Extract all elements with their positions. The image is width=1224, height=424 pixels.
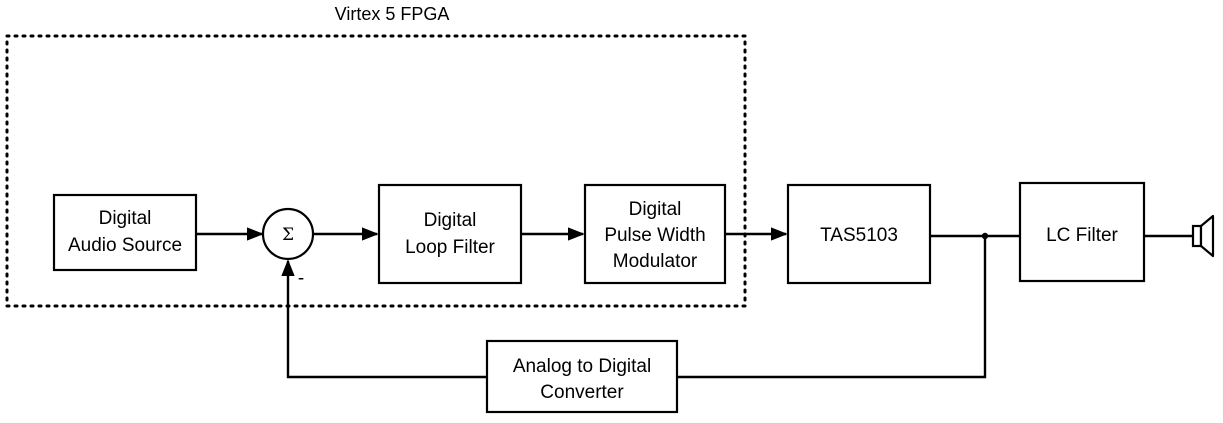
amplifier-label: TAS5103 <box>820 225 898 246</box>
pwm-label-3: Modulator <box>613 251 698 272</box>
fpga-boundary <box>5 34 747 308</box>
loop-filter-label-1: Digital <box>424 210 477 231</box>
lc-filter-label: LC Filter <box>1046 225 1118 246</box>
loop-filter-block: Digital Loop Filter <box>377 183 523 285</box>
wire-adc-to-sum <box>281 259 487 379</box>
audio-source-label-2: Audio Source <box>68 235 182 256</box>
audio-source-block: Digital Audio Source <box>52 193 198 272</box>
pwm-label-1: Digital <box>629 199 682 220</box>
minus-sign: - <box>298 268 304 289</box>
adc-label-1: Analog to Digital <box>513 356 651 377</box>
loop-filter-label-2: Loop Filter <box>405 237 495 258</box>
audio-source-label-1: Digital <box>99 208 152 229</box>
wire-feedback-to-adc <box>677 236 987 379</box>
sigma-symbol: Σ <box>282 225 294 245</box>
fpga-label: Virtex 5 FPGA <box>335 4 450 24</box>
speaker-icon <box>1191 214 1215 258</box>
lc-filter-block: LC Filter <box>1018 181 1146 283</box>
amplifier-block: TAS5103 <box>786 183 932 285</box>
adc-label-2: Converter <box>540 382 624 403</box>
pwm-block: Digital Pulse Width Modulator <box>583 183 727 285</box>
adc-block: Analog to Digital Converter <box>485 339 679 414</box>
pwm-label-2: Pulse Width <box>604 225 705 246</box>
